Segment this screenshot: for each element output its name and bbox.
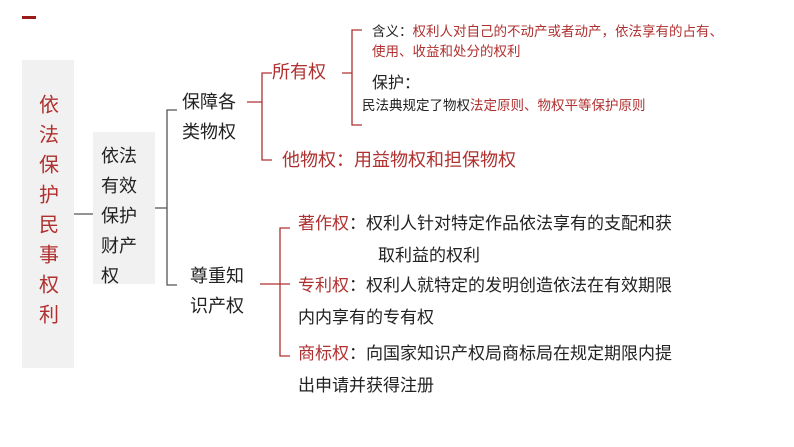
level1-label-line3: 保护 <box>101 206 137 227</box>
patent-colon: ： <box>349 276 366 296</box>
property-rights-line1: 保障各 <box>182 92 236 113</box>
level1-label-line4: 财产 <box>101 236 137 257</box>
protection-text: 民法典规定了物权法定原则、物权平等保护原则 <box>362 96 782 116</box>
property-bracket <box>247 72 272 161</box>
trademark-line2: 出申请并获得注册 <box>298 376 434 396</box>
root-label: 依法保护民事权利 <box>35 94 60 334</box>
copyright-item: 著作权：权利人针对特定作品依法享有的支配和获 取利益的权利 <box>298 208 788 272</box>
protection-principles: 法定原则、物权平等保护原则 <box>470 98 646 114</box>
property-rights-line2: 类物权 <box>182 122 236 143</box>
level1-label-line1: 依法 <box>101 146 137 167</box>
protection-label: 保护： <box>372 73 421 92</box>
level1-node: 依法 有效 保护 财产 权 <box>93 132 155 287</box>
other-rights-text: 用益物权和担保物权 <box>354 150 516 171</box>
ip-rights-node: 尊重知 识产权 <box>190 262 244 322</box>
ownership-label: 所有权 <box>272 62 326 83</box>
patent-line2: 内内享有的专有权 <box>298 308 434 328</box>
property-rights-node: 保障各 类物权 <box>182 88 236 148</box>
other-rights: 他物权：用益物权和担保物权 <box>282 146 516 176</box>
title-accent-bar <box>22 16 36 19</box>
copyright-label: 著作权 <box>298 214 349 234</box>
level1-label-line5: 权 <box>101 266 119 287</box>
copyright-line2: 取利益的权利 <box>378 246 480 266</box>
ip-bracket <box>260 227 290 357</box>
ownership-meaning: 含义：权利人对自己的不动产或者动产，依法享有的占有、 使用、收益和处分的权利 <box>372 22 782 62</box>
copyright-line1: 权利人针对特定作品依法享有的支配和获 <box>366 214 672 234</box>
root-node: 依法保护民事权利 <box>22 60 74 368</box>
meaning-label: 含义： <box>372 24 413 40</box>
ownership-bracket <box>342 29 362 126</box>
level1-label-line2: 有效 <box>101 176 137 197</box>
copyright-colon: ： <box>349 214 366 234</box>
trademark-label: 商标权 <box>298 344 349 364</box>
patent-label: 专利权 <box>298 276 349 296</box>
ip-rights-line2: 识产权 <box>190 296 244 317</box>
other-rights-label: 他物权： <box>282 150 354 171</box>
trademark-colon: ： <box>349 344 366 364</box>
patent-item: 专利权：权利人就特定的发明创造依法在有效期限 内内享有的专有权 <box>298 270 788 334</box>
ip-rights-line1: 尊重知 <box>190 266 244 287</box>
protection-prefix: 民法典规定了物权 <box>362 98 470 114</box>
meaning-line2: 使用、收益和处分的权利 <box>372 44 521 60</box>
patent-line1: 权利人就特定的发明创造依法在有效期限 <box>366 276 672 296</box>
trademark-item: 商标权：向国家知识产权局商标局在规定期限内提 出申请并获得注册 <box>298 338 788 402</box>
meaning-line1: 权利人对自己的不动产或者动产，依法享有的占有、 <box>412 24 724 40</box>
level1-bracket <box>155 109 177 286</box>
trademark-line1: 向国家知识产权局商标局在规定期限内提 <box>366 344 672 364</box>
